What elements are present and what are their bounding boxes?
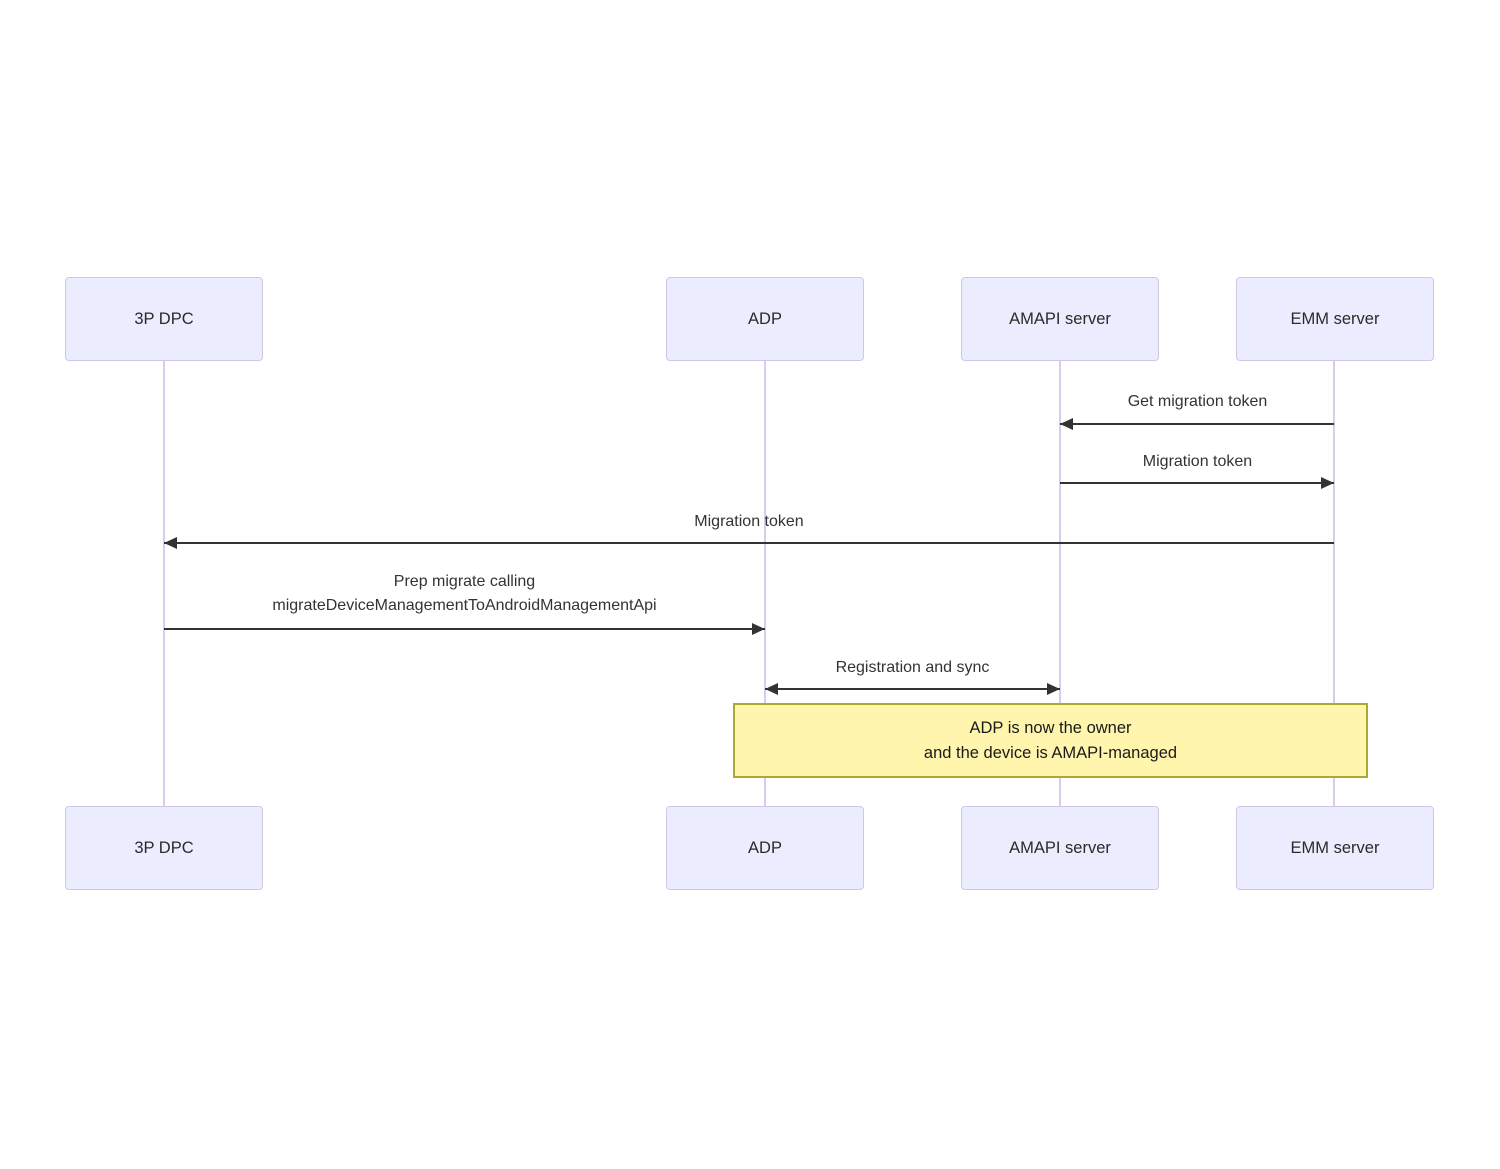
actor-box-amapi-server-bottom: AMAPI server — [961, 806, 1159, 890]
actor-label: 3P DPC — [134, 838, 194, 857]
message-label-registration-and-sync: Registration and sync — [835, 659, 990, 676]
actor-label: 3P DPC — [134, 309, 194, 328]
arrowhead-left-icon — [164, 537, 177, 549]
lifeline-amapi-server — [1059, 361, 1061, 806]
actor-label: AMAPI server — [1009, 838, 1111, 857]
message-line — [765, 688, 1060, 690]
actor-box-adp-bottom: ADP — [666, 806, 864, 890]
message-label-prep-migrate: Prep migrate calling migrateDeviceManage… — [164, 570, 765, 618]
message-line — [164, 628, 765, 630]
actor-label: EMM server — [1290, 309, 1380, 328]
actor-box-3p-dpc-bottom: 3P DPC — [65, 806, 263, 890]
message-label-line: migrateDeviceManagementToAndroidManageme… — [272, 597, 657, 614]
actor-label: AMAPI server — [1009, 309, 1111, 328]
actor-box-3p-dpc-top: 3P DPC — [65, 277, 263, 361]
lifeline-emm-server — [1333, 361, 1335, 806]
arrowhead-left-icon — [1060, 418, 1073, 430]
note-line: and the device is AMAPI-managed — [923, 743, 1178, 762]
actor-box-amapi-server-top: AMAPI server — [961, 277, 1159, 361]
note-line: ADP is now the owner — [969, 718, 1132, 737]
message-line — [164, 542, 1334, 544]
arrowhead-right-icon — [1321, 477, 1334, 489]
actor-label: EMM server — [1290, 838, 1380, 857]
message-label-migration-token-long: Migration token — [694, 513, 804, 530]
message-label-migration-token: Migration token — [1142, 453, 1253, 470]
arrowhead-right-icon — [1047, 683, 1060, 695]
message-line — [1060, 423, 1334, 425]
note-adp-owner: ADP is now the owner and the device is A… — [733, 703, 1368, 778]
actor-label: ADP — [748, 309, 782, 328]
actor-box-adp-top: ADP — [666, 277, 864, 361]
actor-label: ADP — [748, 838, 782, 857]
actor-box-emm-server-bottom: EMM server — [1236, 806, 1434, 890]
message-label-get-migration-token: Get migration token — [1127, 393, 1268, 410]
message-label-line: Prep migrate calling — [393, 573, 536, 590]
lifeline-3p-dpc — [163, 361, 165, 806]
arrowhead-left-icon — [765, 683, 778, 695]
actor-box-emm-server-top: EMM server — [1236, 277, 1434, 361]
arrowhead-right-icon — [752, 623, 765, 635]
lifeline-adp — [764, 361, 766, 806]
message-line — [1060, 482, 1334, 484]
